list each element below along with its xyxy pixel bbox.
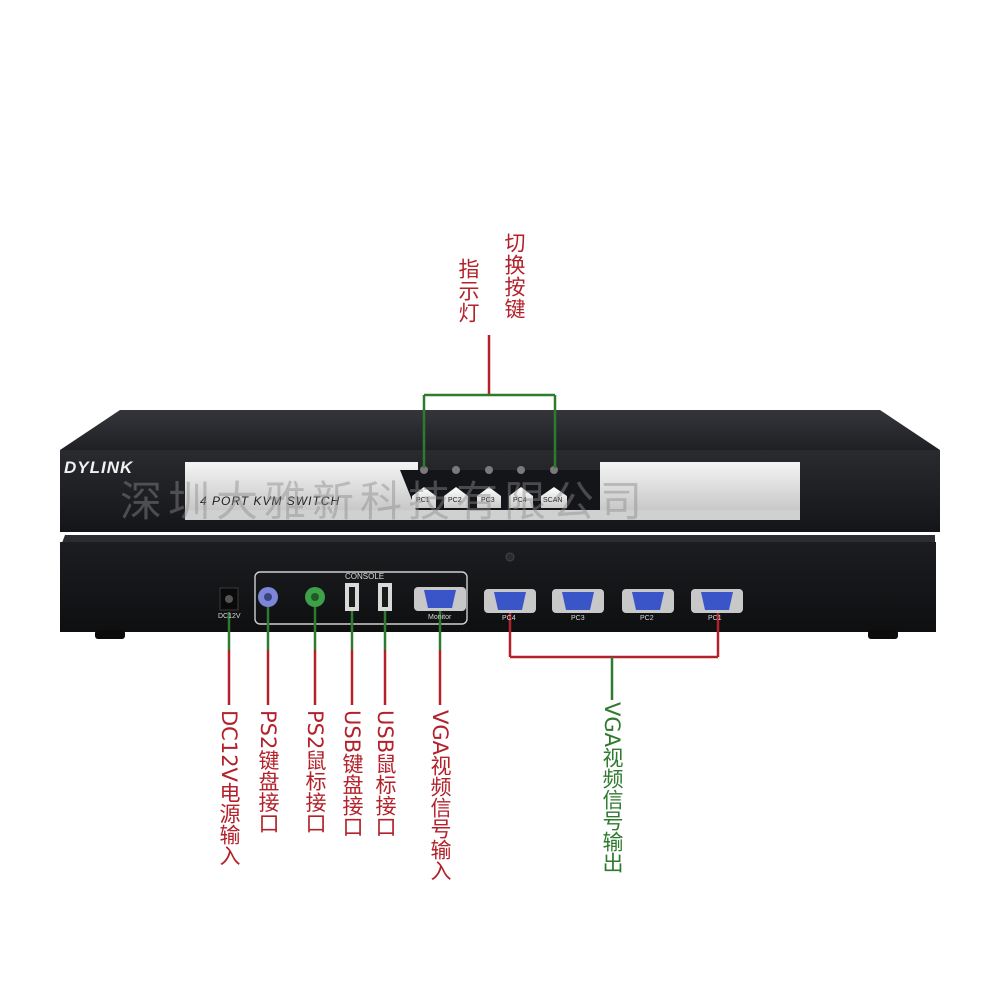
led-pc3: [485, 466, 493, 474]
led-pc1: [420, 466, 428, 474]
led-pc2: [452, 466, 460, 474]
button-pc4: [509, 487, 533, 508]
front-panel-lower-band: [185, 510, 800, 520]
rear-unit-face: [60, 542, 936, 632]
callout-dc-input: DC12V电源输入: [217, 710, 241, 866]
foot-left: [95, 630, 125, 639]
front-unit: [60, 410, 940, 532]
pc3-label: PC3: [571, 615, 585, 622]
callout-usb-mouse: USB鼠标接口: [373, 710, 397, 838]
button-scan: [541, 487, 567, 508]
monitor-label: Monitor: [428, 614, 452, 621]
model-label: 4 PORT KVM SWITCH: [200, 494, 341, 508]
vga-monitor-port: [414, 587, 466, 611]
callout-usb-keyboard: USB键盘接口: [340, 710, 364, 838]
screw-icon: [505, 552, 515, 562]
rear-unit: [60, 535, 936, 639]
callout-ps2-mouse: PS2鼠标接口: [303, 710, 327, 834]
dc-label: DC12V: [218, 613, 241, 620]
vga-pc2-port: [622, 589, 674, 613]
button-label-pc2: PC2: [448, 497, 462, 504]
brand-logo: DYLINK: [64, 458, 134, 477]
button-pc3: [477, 487, 501, 508]
console-label: CONSOLE: [345, 572, 385, 581]
button-pc1: [412, 487, 436, 508]
button-label-pc1: PC1: [416, 497, 430, 504]
pc4-label: PC4: [502, 615, 516, 622]
button-label-pc3: PC3: [481, 497, 495, 504]
vga-pc1-port: [691, 589, 743, 613]
callout-vga-input: VGA视频信号输入: [428, 710, 452, 882]
vga-pc4-port: [484, 589, 536, 613]
pc1-label: PC1: [708, 615, 722, 622]
vga-pc3-port: [552, 589, 604, 613]
button-label-pc4: PC4: [513, 497, 527, 504]
button-pc2: [444, 487, 468, 508]
callout-lines-top: [422, 335, 557, 468]
callout-ps2-keyboard: PS2键盘接口: [256, 710, 280, 834]
pc2-label: PC2: [640, 615, 654, 622]
led-pc4: [517, 466, 525, 474]
callout-indicator-light: 指示灯: [456, 258, 480, 324]
button-label-scan: SCAN: [543, 497, 563, 504]
watermark: 深圳大雅新科技有限公司: [120, 477, 649, 526]
callout-lines-bottom: [227, 607, 720, 705]
callout-vga-output: VGA视频信号输出: [600, 702, 624, 874]
front-unit-top: [60, 410, 940, 450]
console-frame: [254, 571, 468, 625]
foot-right: [868, 630, 898, 639]
dc-jack-pin: [225, 595, 233, 603]
callout-switch-button: 切换按键: [502, 232, 526, 320]
